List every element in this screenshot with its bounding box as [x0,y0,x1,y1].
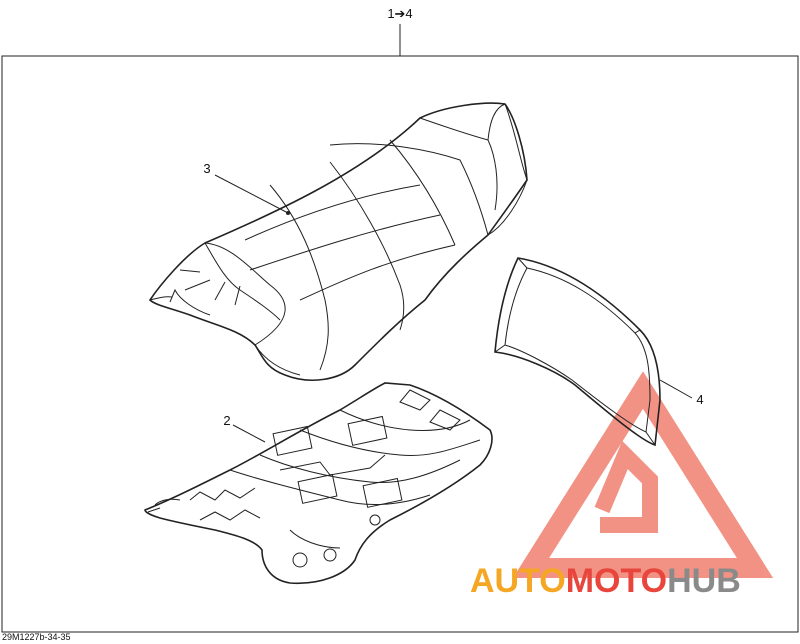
diagram-frame [1,55,799,633]
watermark-triangle-icon [512,371,774,578]
callout-2: 2 [223,413,230,428]
callout-3: 3 [203,161,210,176]
watermark-part-hub: HUB [667,562,741,600]
leader-2 [232,424,266,443]
watermark-part-moto: MOTO [566,562,667,600]
callout-4: 4 [696,392,703,407]
watermark-logo [512,371,774,578]
seal-frame [494,257,661,447]
leader-4 [659,379,693,399]
seat-base [144,382,493,585]
watermark-inner-mark-icon [594,440,658,533]
seat-cover [148,102,528,381]
reference-code: 29M1227b-34-35 [2,632,71,642]
range-label: 1➔4 [387,6,412,21]
watermark-wordmark: AUTOMOTOHUB [470,562,741,600]
leader-3 [214,174,289,214]
watermark-part-auto: AUTO [470,562,566,600]
